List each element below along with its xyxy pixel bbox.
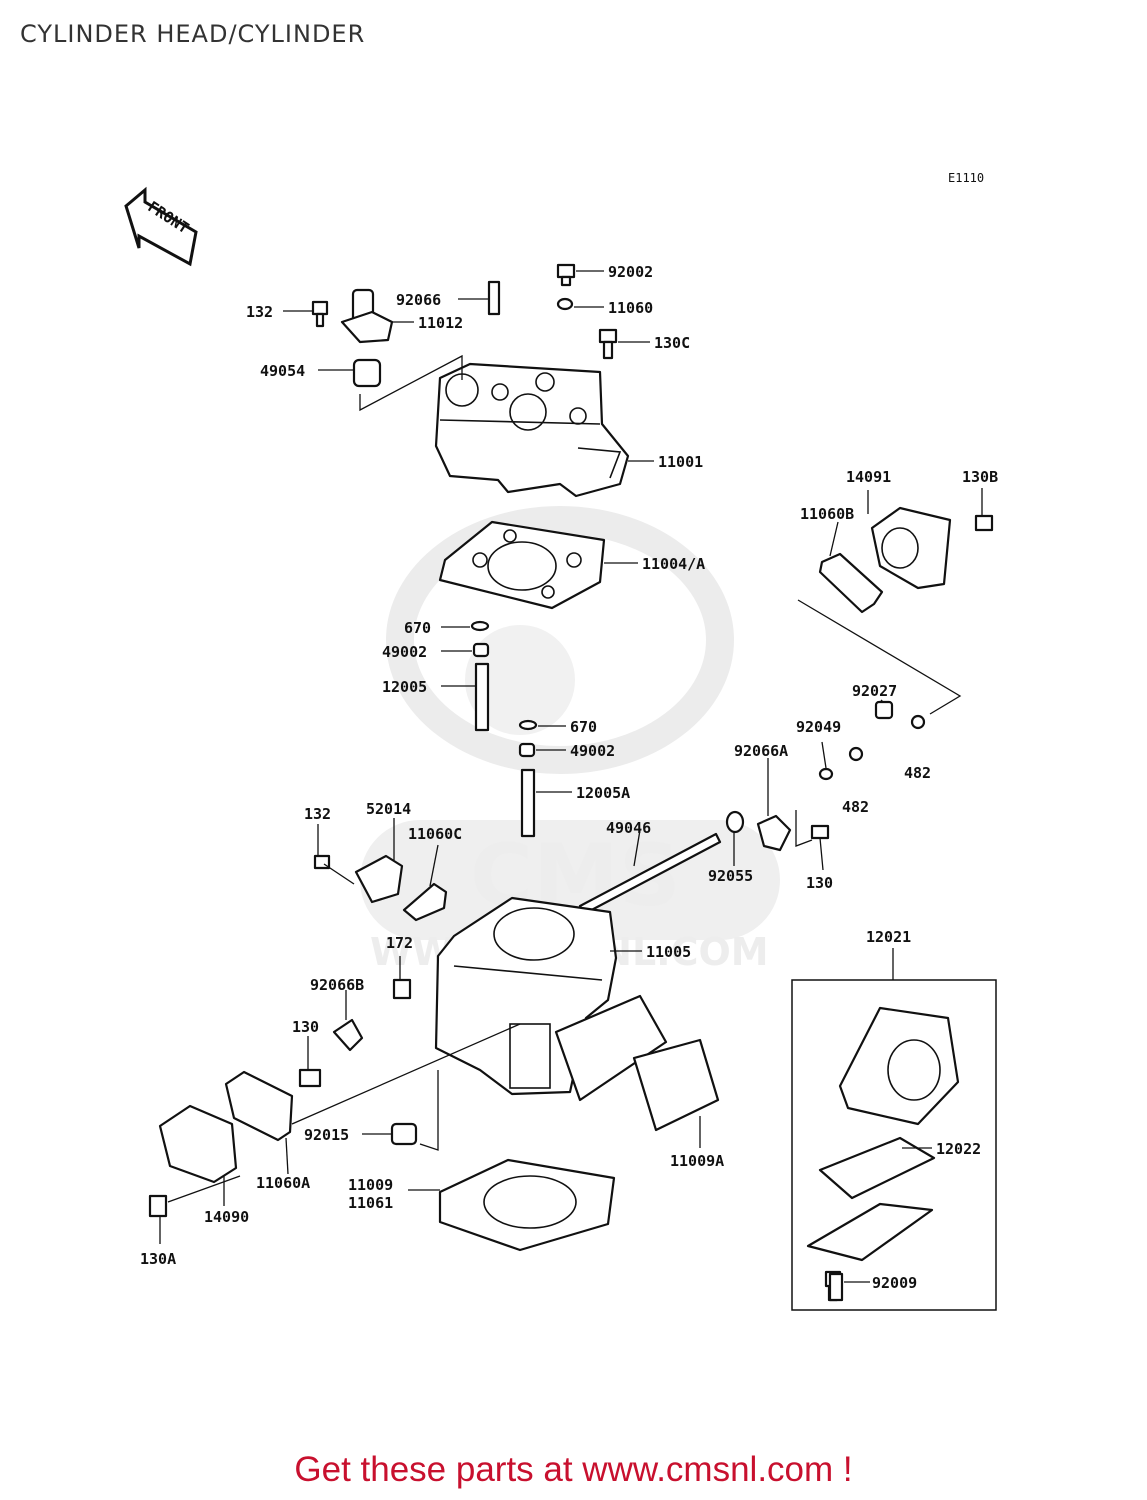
flange-shapes xyxy=(354,854,448,922)
part-label: 11060C xyxy=(408,825,462,843)
head-gasket-shape xyxy=(438,520,606,610)
part-label: 11005 xyxy=(646,943,691,961)
part-label: 92066B xyxy=(310,976,364,994)
part-label: 92049 xyxy=(796,718,841,736)
part-label: 11060B xyxy=(800,505,854,523)
part-label: 11009A xyxy=(670,1152,724,1170)
part-label: 670 xyxy=(570,718,597,736)
part-label: 92015 xyxy=(304,1126,349,1144)
part-label: 92066A xyxy=(734,742,788,760)
part-label: 11001 xyxy=(658,453,703,471)
part-label: 130 xyxy=(292,1018,319,1036)
part-label: 132 xyxy=(304,805,331,823)
part-label: 482 xyxy=(904,764,931,782)
part-label: 92009 xyxy=(872,1274,917,1292)
cta-banner[interactable]: Get these parts at www.cmsnl.com ! xyxy=(294,1450,853,1489)
part-label: 130A xyxy=(140,1250,176,1268)
front-arrow-icon: FRONT xyxy=(124,186,198,267)
part-label: 12021 xyxy=(866,928,911,946)
part-label: 14090 xyxy=(204,1208,249,1226)
part-label: 130C xyxy=(654,334,690,352)
part-label: 11012 xyxy=(418,314,463,332)
part-label: 49002 xyxy=(382,643,427,661)
part-label: 49002 xyxy=(570,742,615,760)
part-label: 11060 xyxy=(608,299,653,317)
valve-cover-shape xyxy=(818,506,952,614)
part-label: 12022 xyxy=(936,1140,981,1158)
part-label: 49054 xyxy=(260,362,305,380)
part-label: 12005A xyxy=(576,784,630,802)
water-outlet-shape xyxy=(340,288,394,344)
cylinder-head-shape xyxy=(434,362,630,498)
part-label: 92055 xyxy=(708,867,753,885)
part-label: 52014 xyxy=(366,800,411,818)
part-label: 11009 xyxy=(348,1176,393,1194)
part-labels: 132 11012 92066 92002 11060 130C 49054 1… xyxy=(140,263,998,1292)
part-label: 11061 xyxy=(348,1194,393,1212)
part-label: 92066 xyxy=(396,291,441,309)
part-label: 12005 xyxy=(382,678,427,696)
part-label: 14091 xyxy=(846,468,891,486)
part-label: 49046 xyxy=(606,819,651,837)
part-label: 130 xyxy=(806,874,833,892)
part-label: 11060A xyxy=(256,1174,310,1192)
part-label: 132 xyxy=(246,303,273,321)
part-label: 130B xyxy=(962,468,998,486)
part-label: 92027 xyxy=(852,682,897,700)
part-label: 482 xyxy=(842,798,869,816)
cylinder-shape xyxy=(434,896,720,1132)
part-label: 670 xyxy=(404,619,431,637)
leader-lines xyxy=(159,270,983,1283)
page-title: CYLINDER HEAD/CYLINDER xyxy=(20,20,366,48)
part-label: 92002 xyxy=(608,263,653,281)
part-label: 11004/A xyxy=(642,555,705,573)
nut-shapes xyxy=(756,700,926,852)
diagram-code: E1110 xyxy=(948,171,985,185)
side-cover-shape xyxy=(158,1018,364,1184)
bolt-shapes xyxy=(148,263,994,1302)
base-gasket-shape xyxy=(438,1158,616,1252)
reed-valve-box xyxy=(791,979,997,1311)
part-label: 172 xyxy=(386,934,413,952)
